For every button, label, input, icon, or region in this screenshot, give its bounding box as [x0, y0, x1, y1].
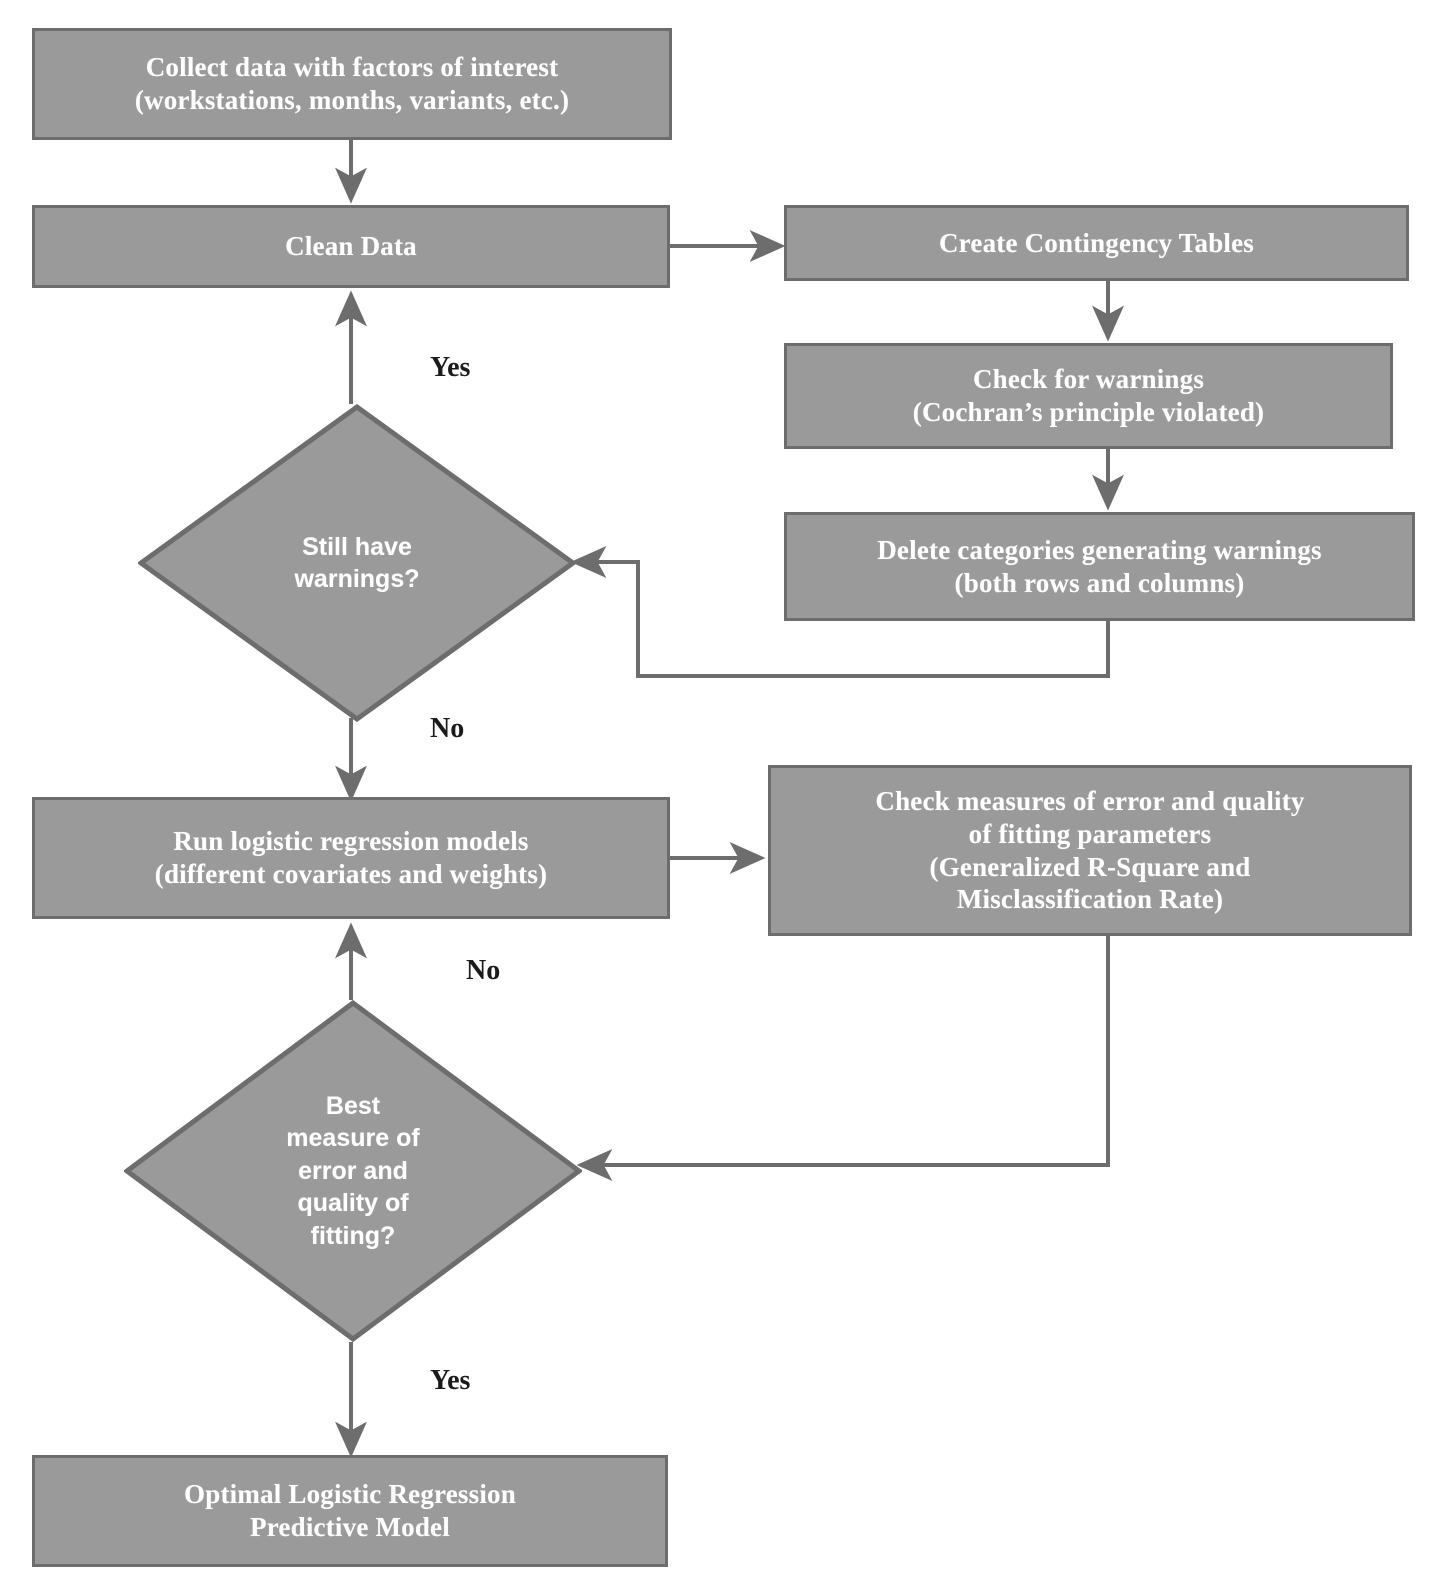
edge-label-best-yes: Yes [430, 1365, 471, 1396]
edge-check-measures-to-best [576, 936, 1110, 1181]
node-create-contingency-tables[interactable]: Create Contingency Tables [784, 205, 1409, 281]
node-clean-data[interactable]: Clean Data [32, 205, 670, 288]
node-run-logistic-regression[interactable]: Run logistic regression models (differen… [32, 797, 670, 919]
diamond-shape [138, 404, 576, 722]
node-check-for-warnings[interactable]: Check for warnings (Cochran’s principle … [784, 343, 1393, 449]
node-best-measure[interactable]: Best measure of error and quality of fit… [124, 1000, 582, 1342]
edge-label-warnings-no: No [430, 713, 465, 744]
node-collect-data[interactable]: Collect data with factors of interest (w… [32, 28, 672, 140]
node-check-measures[interactable]: Check measures of error and quality of f… [768, 765, 1412, 936]
node-best-measure-label: Best measure of error and quality of fit… [286, 1091, 420, 1250]
edge-label-warnings-yes: Yes [430, 352, 471, 383]
edge-label-best-no: No [466, 955, 501, 986]
node-still-have-warnings[interactable]: Still have warnings? [138, 404, 576, 722]
node-optimal-model[interactable]: Optimal Logistic Regression Predictive M… [32, 1455, 668, 1567]
node-still-have-warnings-label: Still have warnings? [294, 532, 420, 594]
diamond-shape [124, 1000, 582, 1342]
node-delete-categories[interactable]: Delete categories generating warnings (b… [784, 512, 1415, 621]
